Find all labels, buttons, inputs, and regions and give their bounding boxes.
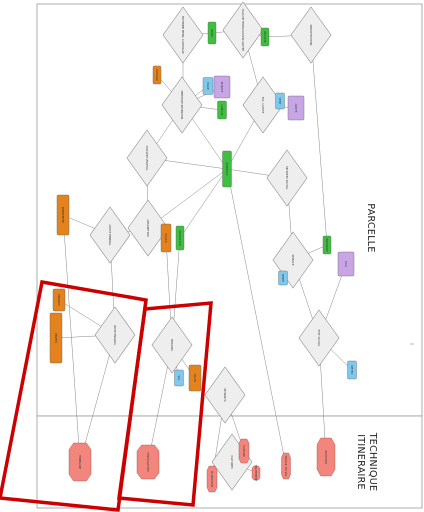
decision-diamond-7 [127,199,169,257]
green-box-0 [207,21,217,45]
decision-diamond-label-14: CULTURES [230,455,234,469]
connector-18 [179,168,228,239]
practice-octagon-4 [238,438,250,464]
highlight-box-right [117,301,213,507]
parcelle-label: PARCELLE [365,203,376,252]
green-box-1 [260,27,270,47]
connector-39 [226,168,287,467]
practice-octagon-label-0: ITINERAIRE [78,455,82,470]
blue-box-label-7: VENT [278,98,282,105]
orange-box-15 [160,223,172,253]
parcelle-region [36,3,423,417]
practice-octagon-1 [136,444,160,480]
connector-42 [310,34,328,246]
orange-box-18 [188,364,202,392]
practice-octagon-label-1: FERTILISATION [146,453,150,472]
green-box-label-3: PARCELLE [225,163,229,176]
decision-diamond-label-4: SOL / AZOTE [261,97,265,114]
orange-box-label-19: ELEVAGE [155,69,159,81]
blue-box-8 [278,270,288,286]
decision-diamond-2 [290,6,332,64]
decision-diamond-12 [298,309,340,367]
orange-box-17 [49,312,63,364]
orange-box-label-18: BILAN [193,374,197,382]
decision-diamond-label-8: AZOTE MINERAL [108,224,112,246]
green-box-label-4: IRRIGATION [178,230,182,245]
practice-octagon-2 [206,465,218,493]
practice-octagon-6 [316,437,336,477]
practice-octagon-3 [251,465,261,481]
decision-diamond-label-7: ABSORPTION [146,220,150,237]
purple-box-13 [337,251,355,277]
decision-diamond-8 [89,206,131,264]
green-box-3 [222,150,232,188]
decision-diamond-label-11: BESOINS [170,339,174,351]
blue-box-10 [347,360,357,380]
itineraire-label-line2: TECHNIQUE [367,432,378,492]
practice-octagon-label-3: TRAITEMENT [254,465,258,482]
practice-octagon-label-5: TRAVAIL DU SOL [284,455,288,477]
blue-box-7 [275,92,285,110]
decision-diamond-1 [222,1,264,59]
blue-box-9 [174,369,184,387]
orange-box-14 [56,194,70,236]
connector-31 [79,334,116,463]
decision-diamond-0 [162,6,204,64]
practice-octagon-5 [281,452,291,480]
highlight-box-left [0,279,148,512]
green-box-label-2: LABOUR [220,105,224,116]
blue-box-label-9: SOL [177,375,181,381]
diagram-nodes: MOYENNE MENS. CULTURALE TAUX DE FERTILISA… [49,1,357,493]
practice-octagon-0 [68,442,92,482]
green-box-label-1: RECOLTE [263,31,267,43]
decision-diamond-5 [126,129,168,187]
practice-octagon-label-2: PLANTATION [210,471,214,487]
decision-diamond-label-13: INTRANTS [223,389,227,402]
orange-box-label-14: RENDEMENT [61,207,65,224]
itineraire-label-line1: ITINERAIRE [355,434,366,490]
practice-octagon-label-6: ROTATION [324,450,328,463]
orange-box-label-17: PERTES [54,333,58,343]
decision-diamond-label-1: TAUX DE FERTILISATION AZOTEE [241,9,245,52]
purple-box-12 [287,95,305,121]
decision-diamond-11 [151,316,193,374]
decision-diamond-label-5: COUVERT VEGETAL [145,146,149,171]
decision-diamond-label-3: DEBITURE RESERVOIR [180,91,184,120]
decision-diamond-6 [266,149,308,207]
green-box-4 [175,225,185,251]
connector-40 [62,214,81,463]
green-box-label-0: SEMIS [210,29,214,37]
purple-box-label-12: AZOTE [294,104,298,113]
blue-box-label-10: METEO [350,365,354,374]
orange-box-19 [152,65,162,85]
blue-box-label-8: PENTE [281,274,285,283]
purple-box-11 [213,75,231,99]
decision-diamond-3 [161,76,203,134]
blue-box-label-6: PLUIE [206,82,210,90]
orange-box-label-15: STOCK [164,234,168,243]
green-box-label-5: DRAINAGE [325,238,329,252]
decision-diamond-label-0: MOYENNE MENS. CULTURALE [181,16,185,54]
orange-box-label-16: ENGRAIS [57,294,61,306]
decision-diamond-label-12: ETAT DU SOL [317,330,321,347]
practice-octagon-label-4: CULTURE [242,445,246,457]
decision-diamond-label-2: PRECIPITATIONS [309,25,313,46]
green-box-5 [322,235,332,255]
purple-box-label-13: EAU [344,261,348,266]
decision-diamond-10 [94,306,136,364]
green-box-2 [217,100,227,120]
purple-box-label-11: NITRATE [220,82,224,93]
decision-diamond-label-9: SERVICE [291,255,295,266]
decision-diamond-label-6: NITRATES DU SOL [285,166,289,190]
decision-diamond-label-10: DOSE ENGRAIS [113,325,117,345]
blue-box-6 [202,77,214,95]
decision-diamond-13 [204,366,246,424]
orange-box-16 [52,288,66,312]
